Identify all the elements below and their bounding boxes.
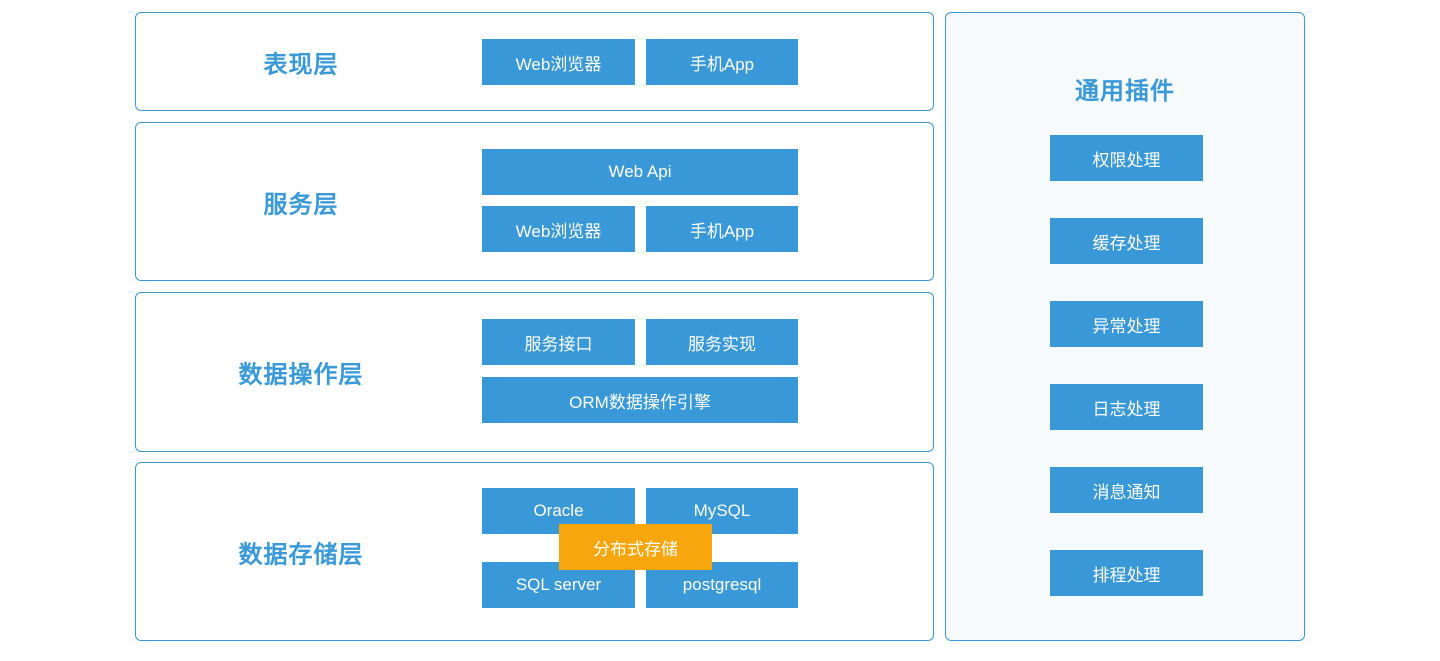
box-postgresql: postgresql — [646, 562, 798, 608]
box-service-implementation: 服务实现 — [646, 319, 798, 365]
box-web-browser: Web浏览器 — [482, 206, 635, 252]
layer-label-data-operation: 数据操作层 — [238, 361, 364, 389]
plugins-panel: 通用插件 权限处理 缓存处理 异常处理 日志处理 消息通知 排程处理 — [945, 12, 1305, 641]
layer-panel-service: 服务层 Web Api Web浏览器 手机App — [135, 122, 934, 281]
box-schedule-handling: 排程处理 — [1050, 550, 1203, 596]
layer-panel-data-operation: 数据操作层 服务接口 服务实现 ORM数据操作引擎 — [135, 292, 934, 452]
box-mobile-app: 手机App — [646, 206, 798, 252]
box-exception-handling: 异常处理 — [1050, 301, 1203, 347]
box-cache-handling: 缓存处理 — [1050, 218, 1203, 264]
box-web-api: Web Api — [482, 149, 798, 195]
layer-label-presentation: 表现层 — [263, 51, 339, 78]
box-message-notification: 消息通知 — [1050, 467, 1203, 513]
box-web-browser: Web浏览器 — [482, 39, 635, 85]
box-orm-engine: ORM数据操作引擎 — [482, 377, 798, 423]
box-service-interface: 服务接口 — [482, 319, 635, 365]
layer-label-data-storage: 数据存储层 — [238, 541, 364, 568]
box-sql-server: SQL server — [482, 562, 635, 608]
box-permission-handling: 权限处理 — [1050, 135, 1203, 181]
box-distributed-storage: 分布式存储 — [559, 524, 712, 570]
plugins-panel-title: 通用插件 — [1075, 78, 1175, 105]
box-oracle: Oracle — [482, 488, 635, 534]
layer-panel-presentation: 表现层 Web浏览器 手机App — [135, 12, 934, 111]
layer-panel-data-storage: 数据存储层 Oracle MySQL SQL server postgresql… — [135, 462, 934, 641]
box-mobile-app: 手机App — [646, 39, 798, 85]
box-log-handling: 日志处理 — [1050, 384, 1203, 430]
layer-label-service: 服务层 — [263, 191, 339, 218]
